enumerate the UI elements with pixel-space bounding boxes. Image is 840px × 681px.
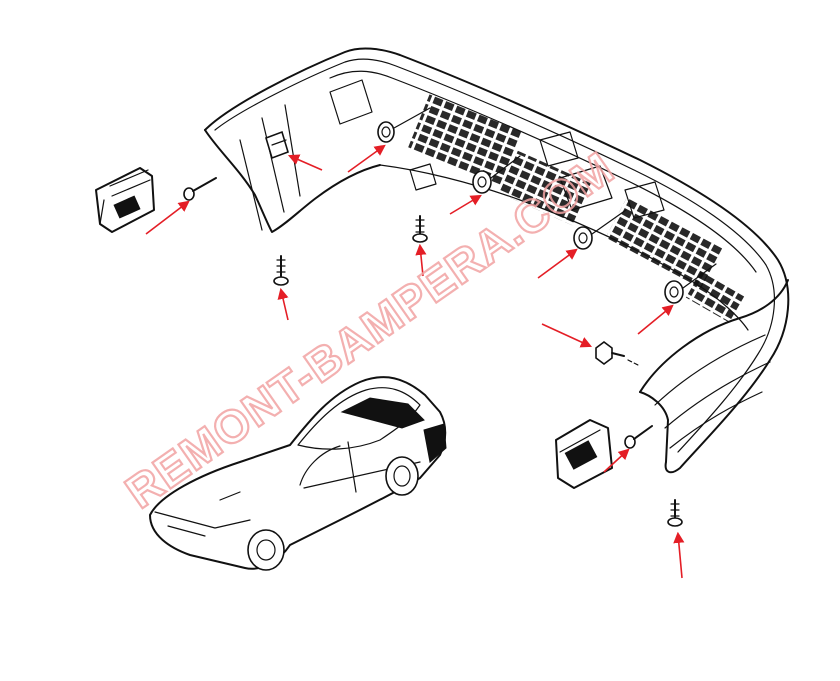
right-bracket-screw bbox=[624, 425, 653, 449]
arrow-bolt-4 bbox=[637, 304, 674, 335]
arrow-left-bracket-screw bbox=[145, 200, 190, 235]
arrow-hex-bolt bbox=[541, 323, 593, 348]
arrow-left-end-bolt bbox=[287, 154, 323, 171]
arrow-lower-screw-right bbox=[673, 531, 685, 579]
bumper-bolt-4 bbox=[664, 263, 717, 304]
left-side-bracket bbox=[95, 167, 155, 233]
left-bracket-screw bbox=[183, 177, 217, 201]
bumper-bolt-2 bbox=[472, 155, 521, 194]
arrow-lower-screw-left bbox=[277, 287, 289, 321]
arrow-bolt-1 bbox=[347, 144, 386, 173]
arrow-right-bracket-screw bbox=[603, 448, 630, 473]
arrow-bolt-3 bbox=[537, 248, 578, 279]
arrow-lower-screw-middle bbox=[415, 243, 427, 277]
lower-screw-left bbox=[273, 255, 289, 286]
bumper-bolt-left-end bbox=[265, 130, 289, 160]
hex-bolt bbox=[595, 341, 641, 367]
right-side-bracket bbox=[555, 419, 613, 489]
bumper-bolt-3 bbox=[573, 209, 627, 250]
rear-bumper-cover bbox=[204, 47, 790, 474]
bumper-bolt-1 bbox=[377, 107, 431, 143]
red-arrows bbox=[145, 144, 685, 579]
arrow-bolt-2 bbox=[449, 194, 482, 215]
lower-screw-right bbox=[667, 499, 683, 527]
lower-screw-middle bbox=[412, 215, 428, 243]
sedan-locator-view bbox=[149, 376, 447, 571]
